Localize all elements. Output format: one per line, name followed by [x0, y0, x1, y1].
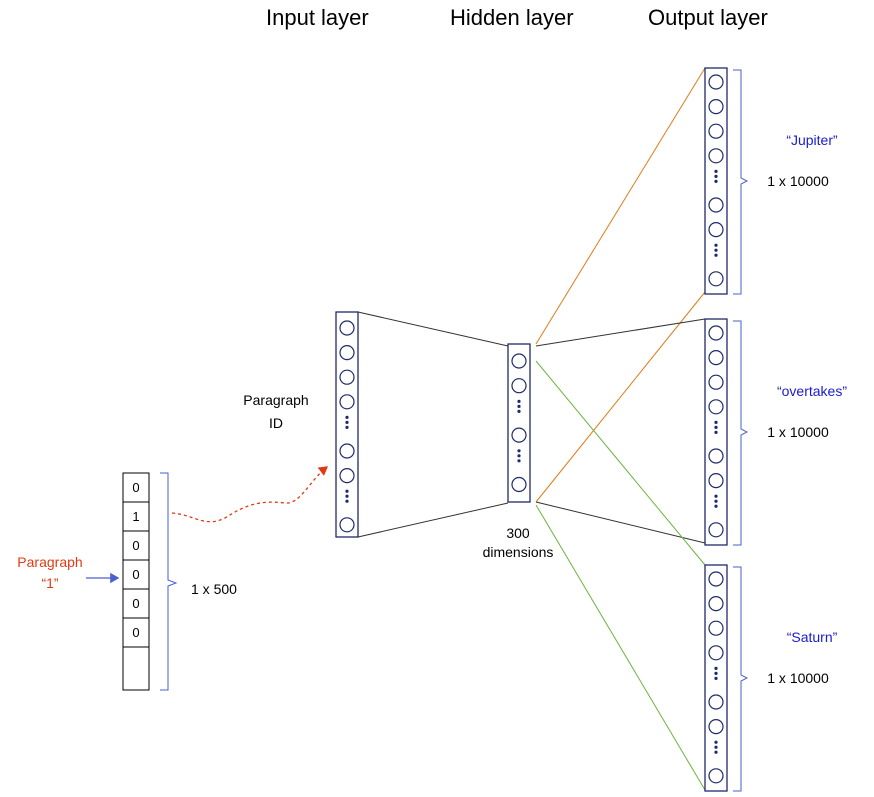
neuron [339, 394, 355, 410]
one-hot-brace [160, 472, 178, 691]
neuron [708, 718, 724, 735]
neuron [708, 645, 724, 661]
one-hot-cell-value: 1 [132, 509, 139, 524]
neuron [708, 98, 724, 115]
neuron [708, 197, 724, 213]
one-hot-dim-label: 1 x 500 [191, 581, 237, 597]
hidden-layer-heading: Hidden layer [450, 5, 574, 30]
hidden-layer [507, 343, 531, 503]
ellipsis-dots [517, 399, 521, 413]
connections [357, 67, 706, 791]
one-hot-cell [122, 617, 150, 648]
neuron [339, 517, 355, 533]
input-layer-label: Paragraph [243, 392, 308, 408]
neuron [708, 374, 724, 390]
input-layer-label-id: ID [269, 415, 283, 431]
neuron [511, 378, 527, 394]
output-layer-1: “Jupiter” 1 x 10000 [704, 67, 838, 295]
output-neurons [708, 571, 724, 784]
neuron [708, 325, 724, 341]
output-dim-label: 1 x 10000 [767, 424, 829, 440]
ellipsis-dots [714, 169, 718, 183]
neuron [511, 353, 527, 369]
output-dim-label: 1 x 10000 [767, 173, 829, 189]
ellipsis-dots [714, 666, 718, 681]
neuron [339, 468, 355, 484]
output-word-label: “overtakes” [777, 383, 847, 399]
ellipsis-dots [714, 243, 718, 257]
neuron [708, 595, 724, 612]
neuron [708, 271, 724, 287]
hidden-layer-size-label: 300 [506, 525, 530, 541]
hidden-layer-dimensions-label: dimensions [483, 544, 554, 560]
output-layer-2: “overtakes” 1 x 10000 [704, 318, 847, 546]
ellipsis-dots [714, 494, 718, 508]
neuron [708, 694, 724, 710]
output-brace [733, 69, 749, 295]
neuron [339, 345, 355, 361]
neuron [708, 448, 724, 464]
ellipsis-dots [517, 449, 521, 463]
ellipsis-dots [345, 489, 349, 503]
connection-line [535, 318, 706, 347]
neuron [708, 571, 724, 587]
one-hot-cell-value: 0 [132, 596, 139, 611]
neuron [708, 74, 724, 90]
paragraph-label: Paragraph [17, 554, 82, 570]
neuron [339, 443, 355, 459]
neuron [708, 148, 724, 164]
one-hot-cell [122, 646, 150, 691]
output-dim-label: 1 x 10000 [767, 670, 829, 686]
neuron [511, 476, 527, 493]
neuron [708, 222, 724, 238]
connection-line [535, 501, 706, 544]
input-layer [335, 311, 359, 538]
neuron [511, 427, 527, 443]
one-hot-vector: 0 1 0 0 0 0 [122, 472, 150, 691]
neuron [708, 473, 724, 489]
connection-line [535, 504, 706, 791]
ellipsis-dots [714, 420, 718, 434]
connection-line [535, 360, 706, 566]
one-hot-cell-value: 0 [132, 567, 139, 582]
neuron [708, 399, 724, 415]
output-brace [733, 320, 749, 546]
one-hot-cell [122, 472, 150, 503]
output-layer-3: “Saturn” 1 x 10000 [704, 564, 838, 792]
output-word-label: “Jupiter” [786, 132, 838, 148]
neuron [708, 123, 724, 139]
output-brace [733, 566, 749, 792]
ellipsis-dots [714, 740, 718, 754]
connection-line [535, 291, 706, 503]
connection-line [535, 67, 706, 345]
neuron [708, 522, 724, 538]
input-layer-heading: Input layer [266, 5, 369, 30]
output-layer-heading: Output layer [648, 5, 768, 30]
connection-line [357, 502, 509, 538]
one-hot-cell-value: 0 [132, 480, 139, 495]
connection-line [357, 311, 509, 347]
neuron [708, 350, 724, 366]
neuron [708, 620, 724, 636]
one-hot-cell-value: 0 [132, 625, 139, 640]
one-hot-cell-value: 0 [132, 538, 139, 553]
neuron [708, 768, 724, 784]
output-neurons [708, 74, 724, 287]
neuron [339, 320, 355, 336]
lookup-arrow [171, 466, 329, 523]
ellipsis-dots [345, 415, 349, 429]
output-word-label: “Saturn” [787, 629, 838, 645]
paragraph-number-label: “1” [41, 575, 58, 591]
output-neurons [708, 325, 724, 538]
one-hot-cell [122, 559, 150, 590]
one-hot-cell [122, 588, 150, 619]
neuron [339, 369, 355, 385]
